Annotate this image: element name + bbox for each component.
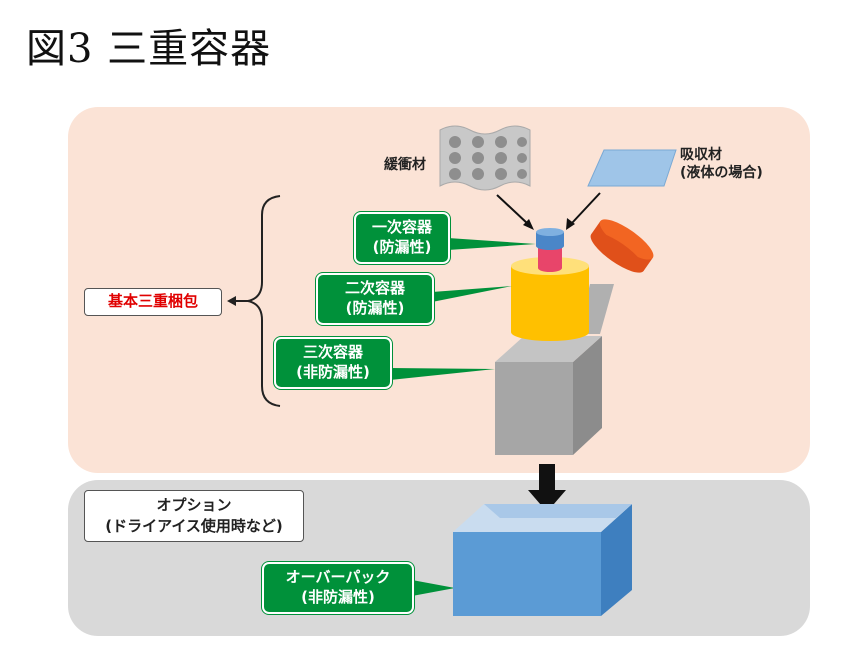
absorbent-arrow-icon — [571, 192, 601, 224]
cushioning-arrow-icon — [496, 194, 529, 225]
secondary-label-line2: (防漏性) — [345, 299, 405, 317]
secondary-container-icon — [511, 257, 589, 341]
figure-title: 図3 三重容器 — [26, 26, 272, 72]
primary-container-label: 一次容器 (防漏性) — [354, 212, 450, 264]
option-label-line1: オプション — [156, 496, 232, 514]
primary-label-line2: (防漏性) — [372, 238, 432, 256]
absorbent-pad-icon — [587, 149, 677, 187]
overpack-box-icon — [453, 504, 632, 616]
brace-arrow-icon — [227, 296, 236, 306]
absorbent-label: 吸収材 (液体の場合) — [680, 146, 763, 182]
tertiary-container-label: 三次容器 (非防漏性) — [274, 337, 392, 389]
basic-triple-packaging-label: 基本三重梱包 — [84, 288, 222, 316]
absorbent-label-line2: (液体の場合) — [680, 165, 763, 181]
tertiary-box-icon — [495, 336, 602, 455]
overpack-label-line2: (非防漏性) — [301, 588, 375, 606]
secondary-label-line1: 二次容器 — [344, 279, 405, 297]
tertiary-label-line2: (非防漏性) — [296, 363, 370, 381]
option-label-line2: (ドライアイス使用時など) — [105, 517, 283, 535]
cushioning-label: 緩衝材 — [384, 157, 426, 173]
absorbent-label-line1: 吸収材 — [680, 147, 722, 163]
overpack-label: オーバーパック (非防漏性) — [262, 562, 414, 614]
tertiary-label-line1: 三次容器 — [302, 343, 363, 361]
primary-container-icon — [536, 228, 564, 272]
secondary-container-label: 二次容器 (防漏性) — [316, 273, 434, 325]
cushioning-sheet-icon — [439, 125, 531, 191]
secondary-lid-icon — [590, 219, 654, 273]
primary-label-line1: 一次容器 — [371, 218, 432, 236]
overpack-label-line1: オーバーパック — [285, 568, 391, 586]
down-arrow-icon — [528, 464, 566, 512]
option-label: オプション (ドライアイス使用時など) — [84, 490, 304, 542]
